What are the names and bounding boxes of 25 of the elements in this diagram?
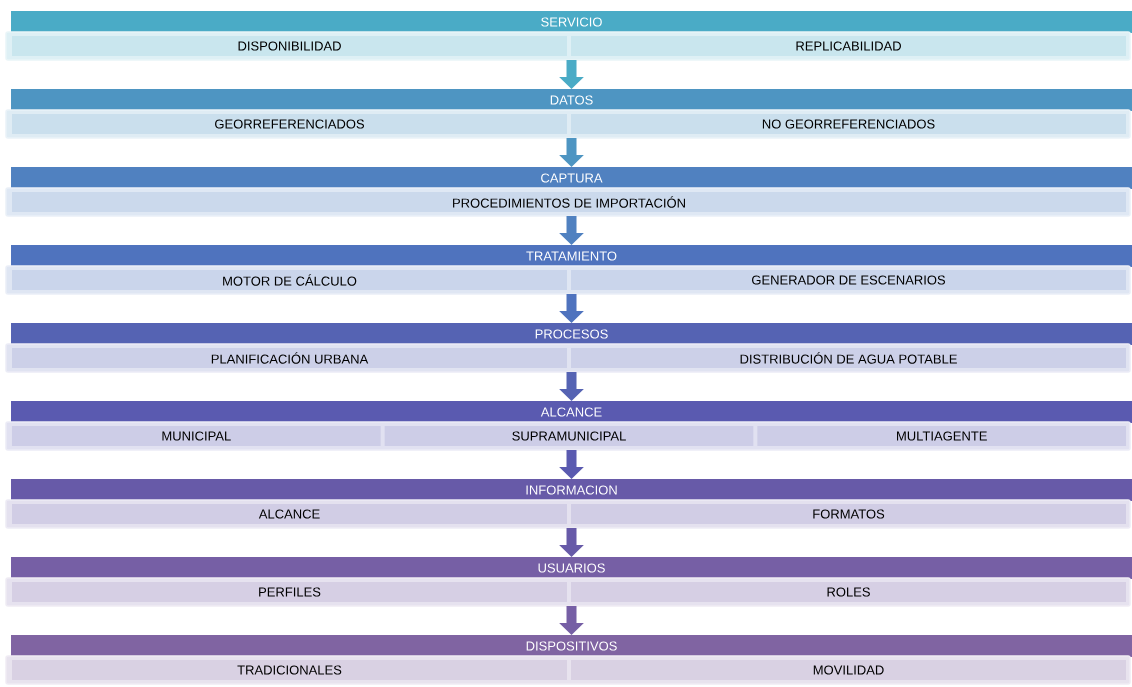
cell: ROLES <box>571 582 1126 602</box>
cell: DISTRIBUCIÓN DE AGUA POTABLE <box>571 348 1126 368</box>
header-bar: ALCANCE <box>11 401 1132 423</box>
cell: PLANIFICACIÓN URBANA <box>12 348 567 368</box>
header-bar: TRATAMIENTO <box>11 245 1132 267</box>
cell: PERFILES <box>12 582 567 602</box>
cell: NO GEORREFERENCIADOS <box>571 114 1126 134</box>
header-bar: CAPTURA <box>11 167 1132 189</box>
cell: MOVILIDAD <box>571 660 1126 680</box>
cell: GEORREFERENCIADOS <box>12 114 567 134</box>
header-bar: PROCESOS <box>11 323 1132 345</box>
cell: FORMATOS <box>571 504 1126 524</box>
cell: ALCANCE <box>12 504 567 524</box>
cell: MULTIAGENTE <box>757 426 1127 446</box>
cell: REPLICABILIDAD <box>571 36 1126 56</box>
header-bar: DISPOSITIVOS <box>11 635 1132 657</box>
cell: GENERADOR DE ESCENARIOS <box>571 270 1126 290</box>
header-bar: DATOS <box>11 89 1132 111</box>
header-bar: INFORMACION <box>11 479 1132 501</box>
cell: DISPONIBILIDAD <box>12 36 567 56</box>
cell: MOTOR DE CÁLCULO <box>12 270 567 290</box>
header-bar: SERVICIO <box>11 11 1132 33</box>
cell: PROCEDIMIENTOS DE IMPORTACIÓN <box>12 192 1126 212</box>
cell: TRADICIONALES <box>12 660 567 680</box>
header-bar: USUARIOS <box>11 557 1132 579</box>
